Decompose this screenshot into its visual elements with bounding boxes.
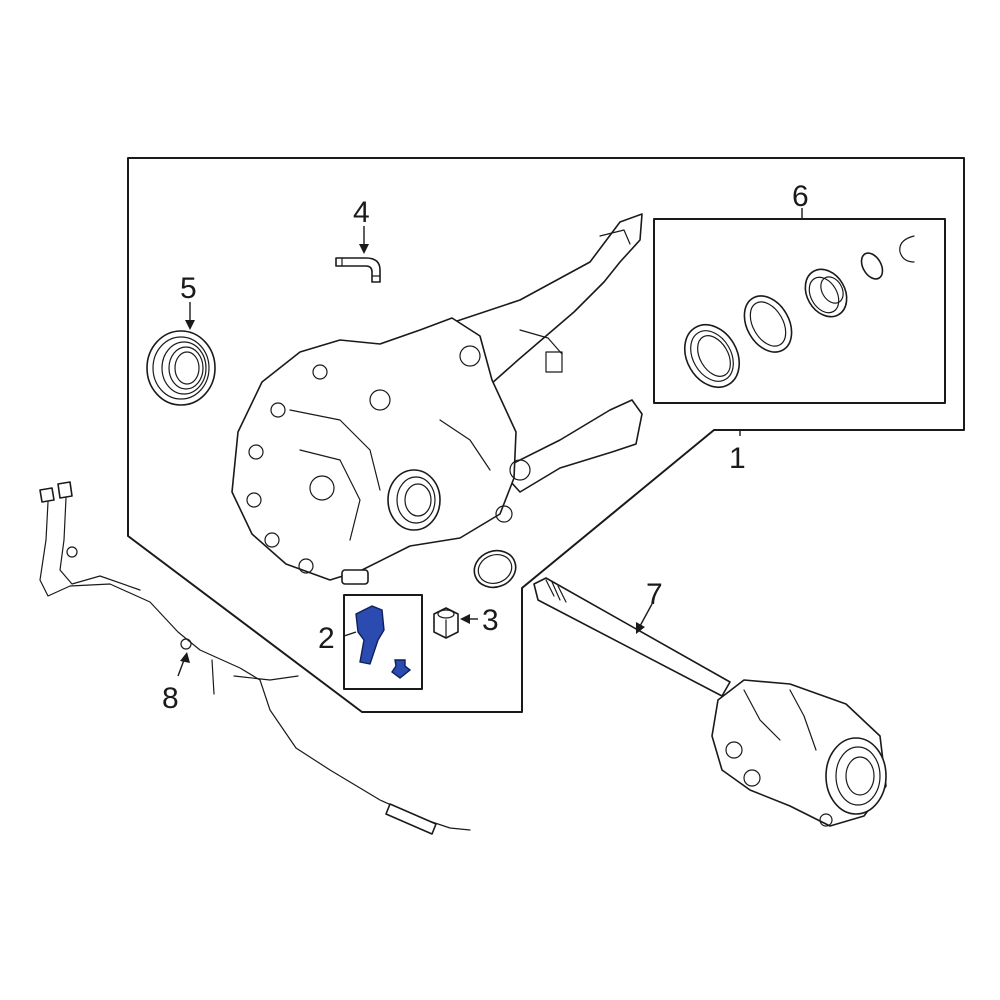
speed-sensor-part — [355, 605, 412, 679]
callout-1: 1 — [729, 442, 746, 475]
callout-leaders — [177, 208, 803, 677]
vent-tube-part — [335, 257, 381, 283]
callout-6: 6 — [792, 180, 809, 213]
callout-2: 2 — [318, 622, 335, 655]
seal-part — [146, 330, 216, 406]
nut-part — [433, 607, 459, 639]
sensor-body — [355, 605, 385, 665]
callout-5: 5 — [180, 272, 197, 305]
assembly-boundary — [127, 157, 965, 713]
callout-4: 4 — [353, 196, 370, 229]
sensor-bolt — [391, 659, 412, 679]
axle-shaft-part — [533, 577, 887, 827]
seal-kit-parts — [683, 235, 915, 388]
o-ring-part — [473, 549, 517, 589]
callout-7: 7 — [646, 578, 663, 611]
wiring-harness-part — [39, 481, 471, 835]
callout-3: 3 — [482, 604, 499, 637]
sensor-box — [343, 594, 423, 690]
callout-8: 8 — [162, 682, 179, 715]
seal-kit-box — [653, 218, 946, 404]
differential-housing-part — [231, 213, 643, 585]
